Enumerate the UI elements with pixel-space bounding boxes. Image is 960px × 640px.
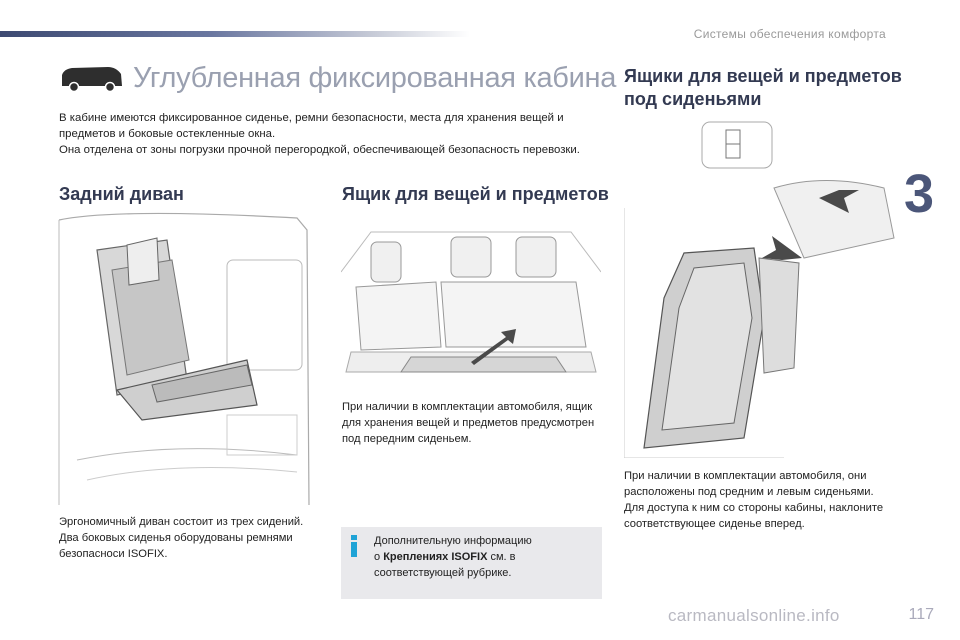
under-seat-text: При наличии в комплектации автомобиля, о…: [624, 468, 892, 532]
info-suffix: см. в соответствующей рубрике.: [374, 551, 516, 579]
rear-bench-paragraph: Эргономичный диван состоит из трех сиден…: [59, 516, 304, 528]
arrow-icon: [762, 190, 859, 260]
under-seat-paragraph: При наличии в комплектации автомобиля, о…: [624, 470, 874, 498]
intro-paragraph: В кабине имеются фиксированное сиденье, …: [59, 112, 564, 140]
under-seat-illustration: [624, 121, 895, 458]
rear-bench-text: Эргономичный диван состоит из трех сиден…: [59, 514, 304, 562]
under-seat-heading: Ящики для вещей и предметов под сиденьям…: [624, 66, 902, 109]
header-bar: [0, 31, 470, 37]
storage-box-illustration: [341, 231, 601, 373]
van-icon: [62, 67, 122, 92]
intro-paragraph: Она отделена от зоны погрузки прочной пе…: [59, 144, 580, 156]
isofix-link[interactable]: Креплениях ISOFIX: [383, 551, 488, 563]
under-seat-paragraph: Для доступа к ним со стороны кабины, нак…: [624, 502, 884, 530]
intro-text: В кабине имеются фиксированное сиденье, …: [59, 110, 599, 158]
section-title: Системы обеспечения комфорта: [693, 27, 886, 41]
rear-bench-illustration: [58, 212, 310, 506]
info-box: Дополнительную информацию о Креплениях I…: [341, 527, 602, 599]
storage-box-paragraph: При наличии в комплектации автомобиля, я…: [342, 401, 595, 445]
info-line: Дополнительную информацию: [374, 535, 532, 547]
arrow-icon: [471, 329, 516, 365]
info-prefix: о: [374, 551, 384, 563]
info-text: Дополнительную информацию о Креплениях I…: [374, 533, 594, 581]
rear-bench-paragraph: Два боковых сиденья оборудованы ремнями …: [59, 532, 293, 560]
watermark: carmanualsonline.info: [668, 606, 840, 625]
storage-box-heading: Ящик для вещей и предметов: [342, 184, 609, 204]
rear-bench-heading: Задний диван: [59, 184, 184, 204]
storage-box-text: При наличии в комплектации автомобиля, я…: [342, 399, 607, 447]
info-icon: [351, 535, 357, 557]
page-title: Углубленная фиксированная кабина: [133, 62, 617, 94]
chapter-number: 3: [903, 164, 934, 224]
page-number: 117: [908, 606, 934, 623]
